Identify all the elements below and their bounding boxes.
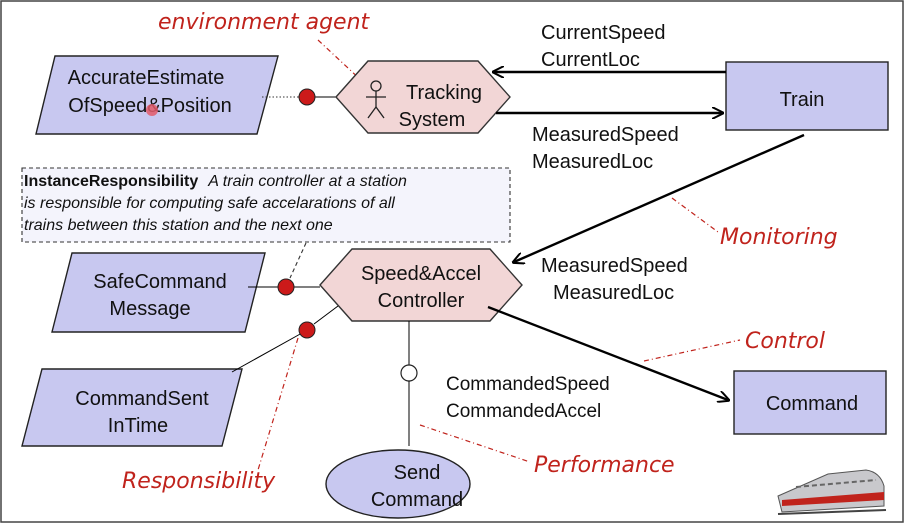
goal-command-sent-line1: CommandSent: [75, 388, 209, 410]
controller-label-2: Controller: [378, 290, 465, 312]
assign-link-sent: [231, 332, 303, 373]
flow-measured-mid-label-2: MeasuredLoc: [553, 282, 674, 304]
responsibility-label: Responsibility: [122, 469, 276, 494]
goal-safe-command-line1: SafeCommand: [93, 271, 226, 293]
assign-link-sent-2: [313, 305, 339, 325]
tracking-system-label-1: Tracking: [406, 82, 482, 104]
control-pointer: [643, 339, 741, 362]
stick-figure-icon: [366, 80, 386, 119]
send-command-label-1: Send: [394, 462, 441, 484]
instance-responsibility-line1: InstanceResponsibility A train controller…: [24, 173, 407, 190]
instance-responsibility-text1: A train controller at a station: [207, 173, 407, 190]
train-icon: [777, 469, 887, 515]
flow-current-label-1: CurrentSpeed: [541, 22, 666, 44]
flow-measured-mid-label-1: MeasuredSpeed: [541, 255, 688, 277]
goal-command-sent: [21, 368, 243, 447]
instance-responsibility-box: [21, 167, 511, 243]
goal-safe-command: [51, 252, 266, 333]
agent-tracking-system: [335, 60, 511, 134]
monitoring-pointer: [671, 197, 719, 233]
agent-speed-accel-controller: [319, 248, 523, 322]
flow-current-label-2: CurrentLoc: [541, 49, 640, 71]
flow-measured-top-label-2: MeasuredLoc: [532, 151, 653, 173]
operation-send-command: [325, 449, 471, 519]
goal-accurate-estimate: [35, 55, 279, 135]
flow-measured-top-label-1: MeasuredSpeed: [532, 124, 679, 146]
cursor-highlight: [146, 104, 158, 116]
flow-commanded-label-2: CommandedAccel: [446, 401, 601, 422]
flow-commanded-arrow: [487, 305, 728, 400]
environment-agent-label: environment agent: [158, 10, 371, 35]
flow-measured-mid-arrow: [514, 133, 805, 262]
goal-accurate-estimate-line1: AccurateEstimate: [68, 67, 225, 89]
assignment-dot-sent: [298, 321, 316, 339]
performance-pointer: [419, 424, 531, 463]
assignment-dot-safe: [277, 278, 295, 296]
goal-command-sent-line2: InTime: [108, 415, 168, 437]
responsibility-pointer: [257, 337, 299, 471]
instance-responsibility-title: InstanceResponsibility: [24, 173, 198, 190]
tracking-system-label-2: System: [399, 109, 466, 131]
send-command-label-2: Command: [371, 489, 463, 511]
monitoring-label: Monitoring: [720, 225, 838, 250]
instance-responsibility-pointer: [289, 242, 307, 279]
instance-responsibility-line2: is responsible for computing safe accela…: [24, 195, 395, 212]
goal-safe-command-line2: Message: [109, 298, 190, 320]
command-label: Command: [766, 393, 858, 415]
flow-commanded-label-1: CommandedSpeed: [446, 374, 610, 395]
assignment-dot-tracking: [298, 88, 316, 106]
train-label: Train: [780, 89, 825, 111]
performance-label: Performance: [534, 453, 675, 478]
instance-responsibility-line3: trains between this station and the next…: [24, 217, 333, 234]
operation-dot-send: [400, 364, 418, 382]
agent-train: [725, 61, 889, 131]
controller-label-1: Speed&Accel: [361, 263, 481, 285]
control-label: Control: [745, 329, 825, 354]
agent-command: [733, 370, 887, 435]
